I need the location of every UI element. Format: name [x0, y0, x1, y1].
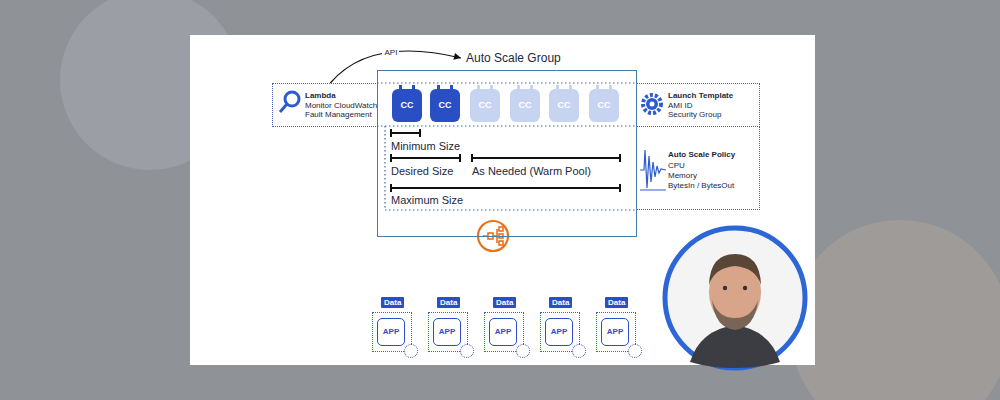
app-icon: DataAPP [596, 312, 636, 352]
instance-tabs [430, 85, 460, 91]
group-box: Auto Scale GroupCCCCCCCCCCCC [377, 70, 637, 237]
data-tab: Data [549, 297, 572, 308]
instance-tab [412, 85, 415, 91]
edge-label: API [382, 48, 399, 57]
instance-tabs [589, 85, 619, 91]
node-text: Monitor CloudWatch [305, 101, 377, 110]
instance-tab [437, 85, 440, 91]
node-text: Auto Scale Policy [668, 150, 735, 159]
instance-box: CC [510, 89, 540, 122]
bracket-label: Minimum Size [391, 140, 460, 152]
node-text: CPU [668, 161, 685, 170]
gear-icon [643, 95, 661, 113]
data-tab: Data [381, 297, 404, 308]
instance-tab [569, 85, 572, 91]
service-box: LambdaMonitor CloudWatchFault Management [272, 83, 378, 127]
size-brackets [391, 129, 620, 192]
instance-box: CC [430, 89, 460, 122]
instance-label: CC [549, 89, 579, 122]
app-icon: DataAPP [484, 312, 524, 352]
instance-tab [517, 85, 520, 91]
app-icon: DataAPP [372, 312, 412, 352]
waveform-axis [640, 190, 666, 191]
policy-box: Auto Scale PolicyCPUMemoryBytesIn / Byte… [637, 126, 760, 210]
instance-tab [450, 85, 453, 91]
node-text: Fault Management [305, 110, 372, 119]
sync-circle [628, 344, 642, 358]
instance-tab [556, 85, 559, 91]
instance-box: CC [589, 89, 619, 122]
group-title: Auto Scale Group [466, 51, 561, 65]
instance-label: CC [589, 89, 619, 122]
data-tab: Data [493, 297, 516, 308]
node-text: Memory [668, 171, 697, 180]
sync-circle [572, 344, 586, 358]
app-label: APP [489, 318, 517, 346]
instance-tabs [510, 85, 540, 91]
app-label: APP [433, 318, 461, 346]
magnifier-icon [280, 92, 299, 112]
waveform-icon [640, 150, 666, 188]
instance-tab [530, 85, 533, 91]
app-icon: DataAPP [540, 312, 580, 352]
dotted-band [377, 82, 637, 83]
app-icon: DataAPP [428, 312, 468, 352]
instance-tabs [470, 85, 500, 91]
instance-label: CC [430, 89, 460, 122]
dotted-band [385, 209, 637, 210]
instance-box: CC [549, 89, 579, 122]
blur-shape [790, 220, 1000, 400]
node-text: Security Group [668, 110, 721, 119]
instance-label: CC [392, 89, 422, 122]
app-label: APP [545, 318, 573, 346]
node-text: Lambda [305, 91, 336, 100]
instance-box: CC [392, 89, 422, 122]
bracket-label: Desired Size [391, 165, 453, 177]
instance-tab [490, 85, 493, 91]
sync-circle [516, 344, 530, 358]
app-label: APP [601, 318, 629, 346]
node-text: Launch Template [668, 91, 733, 100]
instance-tabs [549, 85, 579, 91]
dotted-band [377, 125, 637, 126]
arrow-head [453, 53, 461, 60]
instance-label: CC [470, 89, 500, 122]
data-tab: Data [605, 297, 628, 308]
instance-tab [609, 85, 612, 91]
instance-tab [596, 85, 599, 91]
instance-box: CC [470, 89, 500, 122]
bracket-label: Maximum Size [391, 194, 463, 206]
instance-tabs [392, 85, 422, 91]
bracket-label: As Needed (Warm Pool) [472, 165, 591, 177]
config-box: Launch TemplateAMI IDSecurity Group [637, 83, 760, 127]
dotted-band [384, 126, 385, 210]
instance-tab [399, 85, 402, 91]
sync-circle [404, 344, 418, 358]
data-tab: Data [437, 297, 460, 308]
instance-label: CC [510, 89, 540, 122]
slide [190, 35, 815, 365]
sync-circle [460, 344, 474, 358]
app-label: APP [377, 318, 405, 346]
load-balancer-icon [478, 221, 508, 251]
presenter-avatar [665, 228, 805, 368]
node-text: BytesIn / BytesOut [668, 181, 734, 190]
node-text: AMI ID [668, 101, 692, 110]
instance-tab [477, 85, 480, 91]
